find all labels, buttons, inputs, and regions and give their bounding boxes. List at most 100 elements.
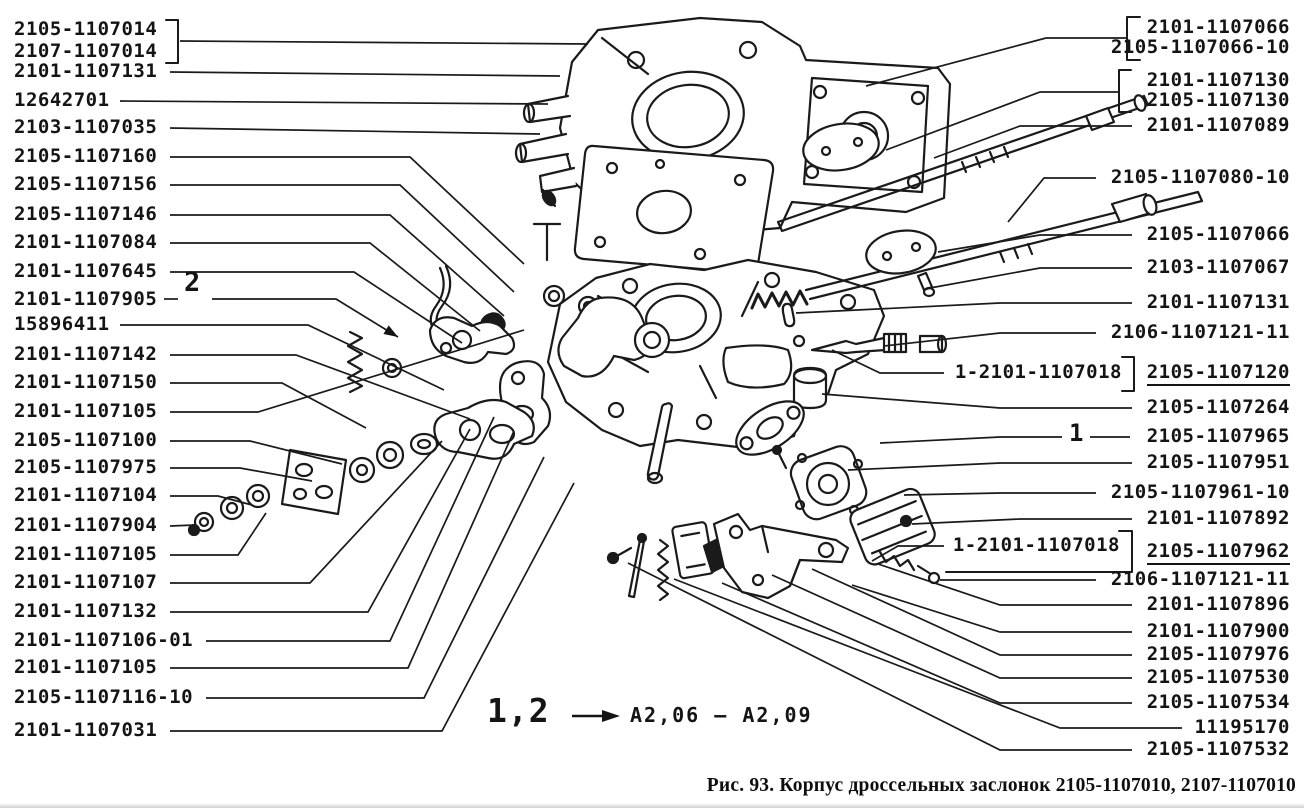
leader-line [169,127,541,135]
leader-line [771,574,1132,679]
part-number-label: 2101-1107142 [14,343,158,365]
leader-line [627,562,1132,751]
leader-line [879,436,1062,444]
part-number-label: 2105-1107962 [1146,540,1290,565]
part-number-label: 2105-1107066 [1146,223,1290,245]
part-number-label: 2105-1107534 [1146,691,1290,713]
leader-line [811,568,1132,656]
scan-edge-artifact [0,803,1304,808]
leader-line [170,214,505,317]
part-number-label: 1 [1069,419,1084,447]
part-number-label: 2101-1107105 [14,400,158,422]
part-number-label: 2101-1107066 [1146,16,1290,38]
part-number-label: 2105-1107100 [14,429,158,451]
part-number-label: 2106-1107121-11 [1110,568,1290,590]
part-number-label: 2101-1107089 [1146,114,1290,136]
part-number-label: 2105-1107120 [1146,361,1290,386]
note-reference: А2,06 – А2,09 [630,703,813,727]
leader-line [206,456,545,699]
note-item-numbers: 1,2 [487,691,550,730]
part-number-label: 2105-1107066-10 [1110,36,1290,58]
leader-line [119,100,549,105]
leader-line [821,393,1132,409]
leader-line [851,584,1132,633]
leader-line [673,578,1182,729]
part-number-label: 2105-1107961-10 [1110,481,1290,503]
part-number-label: 2101-1107900 [1146,620,1290,642]
part-number-label: 2105-1107965 [1146,425,1290,447]
leader-arrowhead [383,325,398,337]
leader-line [170,482,575,732]
part-number-label: 2101-1107104 [14,484,158,506]
part-number-label: 2101-1107105 [14,543,158,565]
bracket-assembly-drawing [606,512,850,602]
part-number-label: 1-2101-1107018 [954,361,1122,383]
part-number-label: 1-2101-1107018 [952,534,1120,556]
part-number-label: 2105-1107530 [1146,666,1290,688]
part-number-label: 2105-1107976 [1146,643,1290,665]
adjustment-screw-drawing [781,302,948,355]
part-number-label: 2101-1107130 [1146,69,1290,91]
part-number-label: 2101-1107904 [14,514,158,536]
part-number-label: 2101-1107892 [1146,507,1290,529]
part-number-label: 2106-1107121-11 [1110,321,1290,343]
leader-line [169,524,197,527]
leader-line [883,332,1096,347]
leader-line [170,428,471,613]
part-number-label: 2101-1107105 [14,656,158,678]
leader-line [170,156,525,265]
part-number-label: 2101-1107645 [14,260,158,282]
leader-line [170,271,463,344]
leader-line [170,184,515,293]
leader-line [847,462,1132,471]
figure-caption: Рис. 93. Корпус дроссельных заслонок 210… [706,775,1296,796]
leader-line [170,467,313,482]
part-number-label: 2105-1107951 [1146,451,1290,473]
leader-line [170,512,267,556]
leader-line [1007,177,1096,223]
part-number-label: 12642701 [14,89,110,111]
part-number-label: 2107-1107014 [14,40,158,62]
part-number-label: 2101-1107150 [14,371,158,393]
leader-line [933,125,1132,159]
leader-line [903,492,1096,496]
leader-line [795,302,1132,314]
part-number-label: 2101-1107131 [1146,291,1290,313]
leader-line [170,354,471,420]
part-number-label: 2101-1107905 [14,288,158,310]
part-number-label: 2101-1107106-01 [14,629,194,651]
note-arrow-icon [572,710,620,722]
part-number-label: 2105-1107264 [1146,396,1290,418]
gasket-drawing [573,144,775,275]
part-number-label: 2103-1107067 [1146,256,1290,278]
part-number-label: 2101-1107132 [14,600,158,622]
washers-drawing [187,432,439,537]
part-number-label: 2105-1107146 [14,203,158,225]
leader-line [170,382,367,429]
part-number-label: 2101-1107084 [14,231,158,253]
part-number-label: 2105-1107160 [14,145,158,167]
leader-line [170,440,343,465]
part-number-label: 2105-1107080-10 [1110,166,1290,188]
part-number-label: 2101-1107031 [14,719,158,741]
leader-line [877,563,1132,606]
part-number-label: 2105-1107116-10 [14,686,194,708]
leader-line [170,440,443,584]
leader-line [179,40,589,45]
leader-line [885,91,1118,151]
part-number-label: 2105-1107532 [1146,738,1290,760]
part-number-label: 2101-1107131 [14,60,158,82]
leader-line [170,242,481,332]
part-number-label: 2101-1107107 [14,571,158,593]
leader-line [212,298,399,338]
part-number-label: 2105-1107156 [14,173,158,195]
part-number-label: 2103-1107035 [14,116,158,138]
leader-line [170,495,253,506]
part-number-label: 2105-1107130 [1146,89,1290,111]
part-number-label: 2101-1107896 [1146,593,1290,615]
part-number-label: 2105-1107014 [14,18,158,40]
leader-line [871,545,944,562]
